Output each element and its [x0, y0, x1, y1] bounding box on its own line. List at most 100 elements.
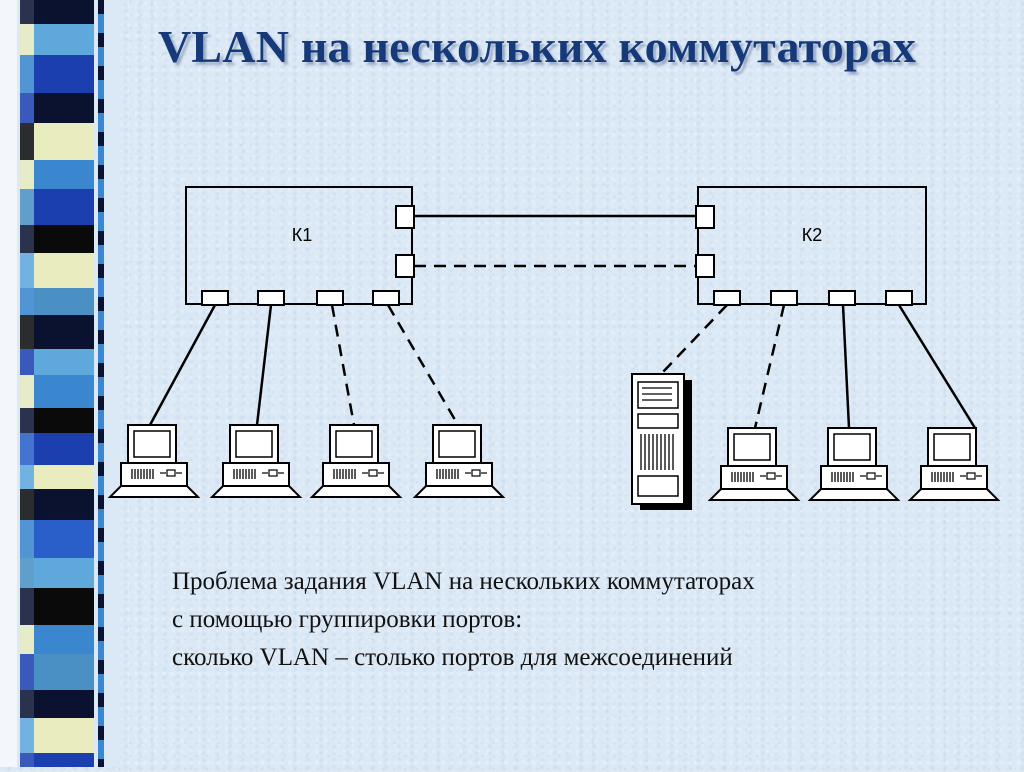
stripe-edge-block [98, 363, 104, 377]
stripe-edge-block [98, 99, 104, 113]
stripe-block [34, 690, 94, 718]
slide-caption: Проблема задания VLAN на нескольких комм… [172, 563, 755, 677]
stripe-block [34, 225, 94, 253]
stripe-block [34, 93, 94, 123]
stripe-edge-block [98, 212, 104, 231]
stripe-edge-block [98, 80, 104, 99]
k2-link-2 [753, 304, 786, 429]
stripe-edge-block [98, 330, 104, 344]
stripe-edge-block [98, 66, 104, 80]
stripe-block [20, 55, 34, 93]
stripe-edge-block [98, 377, 104, 396]
stripe-block [20, 690, 34, 718]
stripe-edge-block [98, 641, 104, 660]
stripe-block [20, 588, 34, 625]
stripe-edge-block [98, 311, 104, 330]
stripe-block [20, 489, 34, 520]
stripe-block [34, 0, 94, 24]
stripe-block [34, 55, 94, 93]
switch-k2-label: К2 [802, 225, 823, 245]
k2-link-4 [897, 304, 977, 429]
stripe-block [20, 93, 34, 123]
stripe-block [20, 520, 34, 558]
switch-k1-label: К1 [292, 225, 313, 245]
stripe-edge-block [98, 707, 104, 726]
stripe-edge-block [98, 165, 104, 179]
stripe-edge-block [98, 660, 104, 674]
k2-link-3 [841, 304, 851, 429]
stripe-edge-block [98, 561, 104, 575]
workstation-icon [909, 427, 999, 501]
stripe-edge-block [98, 113, 104, 132]
stripe-edge-block [98, 297, 104, 311]
stripe-block [34, 315, 94, 349]
stripe-edge-block [98, 47, 104, 66]
stripe-block [20, 558, 34, 588]
stripe-edge-block [98, 542, 104, 561]
stripe-block [34, 408, 94, 433]
stripe-edge-block [98, 429, 104, 443]
stripe-block [20, 654, 34, 690]
stripe-edge-block [98, 509, 104, 528]
stripe-block [34, 625, 94, 654]
stripe-edge-block [98, 179, 104, 198]
caption-line: с помощью группировки портов: [172, 606, 523, 633]
switch-k2-port-4 [885, 290, 913, 306]
workstation-icon [311, 424, 401, 498]
stripe-block [20, 24, 34, 55]
switch-k2: К2 [695, 186, 927, 306]
switch-k1: К1 [185, 186, 415, 306]
caption-line: сколько VLAN – столько портов для межсое… [172, 644, 733, 671]
stripe-block [34, 520, 94, 558]
workstation-icon [414, 424, 504, 498]
stripe-edge-block [98, 462, 104, 476]
switch-k2-port-2 [770, 290, 798, 306]
stripe-edge-block [98, 344, 104, 363]
stripe-edge-block [98, 608, 104, 627]
stripe-edge-block [98, 594, 104, 608]
stripe-block [34, 288, 94, 315]
stripe-block [20, 375, 34, 408]
stripe-block [34, 189, 94, 225]
stripe-edge-block [98, 740, 104, 759]
stripe-edge-block [98, 231, 104, 245]
switch-k2-uplink-port-2 [695, 254, 715, 278]
k1-link-2 [255, 304, 273, 426]
stripe-edge-block [98, 396, 104, 410]
stripe-edge-block [98, 245, 104, 264]
stripe-edge-block [98, 759, 104, 772]
stripe-block [34, 558, 94, 588]
workstation-icon [809, 427, 899, 501]
switch-k1-port-2 [257, 290, 285, 306]
stripe-block [20, 465, 34, 489]
stripe-block [34, 160, 94, 189]
stripe-block [34, 349, 94, 375]
stripe-block [20, 288, 34, 315]
stripe-edge-block [98, 443, 104, 462]
stripe-edge-block [98, 495, 104, 509]
switch-k2-port-1 [713, 290, 741, 306]
stripe-edge-block [98, 410, 104, 429]
workstation-icon [709, 427, 799, 501]
stripe-edge-block [98, 627, 104, 641]
stripe-block [20, 349, 34, 375]
stripe-block [34, 718, 94, 753]
stripe-block [20, 253, 34, 288]
switch-k1-port-3 [316, 290, 344, 306]
decorative-stripe-bar [0, 0, 120, 772]
stripe-block [34, 465, 94, 489]
stripe-block [20, 718, 34, 753]
stripe-block [34, 654, 94, 690]
k2-link-server [661, 304, 728, 374]
k1-link-3 [330, 304, 356, 426]
stripe-edge-block [98, 14, 104, 33]
workstation-icon [211, 424, 301, 498]
server-icon [631, 373, 692, 510]
stripe-block [34, 253, 94, 288]
stripe-edge-block [98, 198, 104, 212]
stripe-block [20, 123, 34, 160]
stripe-edge-block [98, 278, 104, 297]
stripe-block [34, 433, 94, 465]
stripe-edge-block [98, 146, 104, 165]
